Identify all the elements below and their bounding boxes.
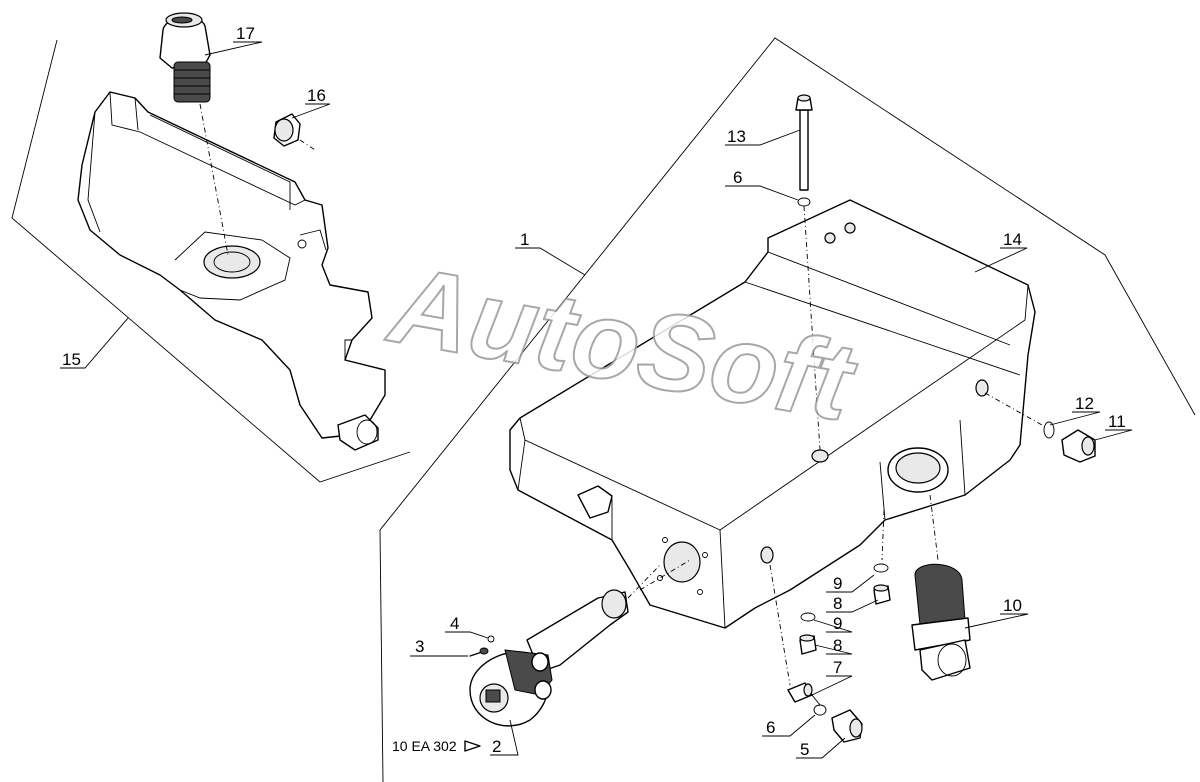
filter [911, 563, 971, 681]
label-15: 15 [62, 350, 81, 369]
label-3: 3 [415, 637, 424, 656]
label-4: 4 [450, 614, 459, 633]
assembly-lines [199, 103, 1043, 686]
reference-code: 10 EA 302 [392, 738, 457, 754]
label-9-lower: 9 [833, 614, 842, 633]
label-10: 10 [1003, 596, 1022, 615]
plug [273, 113, 301, 147]
o-ring-upper [873, 563, 889, 573]
screw [469, 647, 489, 657]
label-8-upper: 8 [833, 594, 842, 613]
reference-arrow-icon [464, 740, 481, 752]
fuel-tank [509, 199, 1036, 629]
drain-plug-upper [873, 584, 891, 605]
label-2: 2 [492, 737, 501, 756]
part-labels: 17 16 13 6 1 14 15 12 11 9 8 10 4 9 3 8 … [62, 24, 1126, 759]
washer-small [487, 635, 495, 643]
fitting [787, 682, 813, 703]
label-6-bottom: 6 [766, 718, 775, 737]
label-8-lower: 8 [833, 636, 842, 655]
drain-plug-lower [799, 634, 817, 655]
sender-unit [469, 589, 629, 727]
o-ring-side [1043, 421, 1055, 439]
side-fitting [1061, 429, 1096, 463]
label-1: 1 [520, 230, 529, 249]
label-13: 13 [727, 127, 746, 146]
cover-panel-frame [11, 39, 411, 483]
label-6-top: 6 [733, 168, 742, 187]
label-5: 5 [800, 740, 809, 759]
o-ring-lower [800, 612, 816, 622]
union-fitting [831, 709, 863, 743]
washer-top [797, 197, 811, 207]
label-14: 14 [1003, 230, 1022, 249]
label-11: 11 [1108, 412, 1126, 431]
label-16: 16 [307, 86, 326, 105]
dip-tube [795, 94, 813, 191]
leader-lines [60, 41, 1133, 759]
label-12: 12 [1075, 394, 1094, 413]
tank-cover [77, 91, 386, 451]
washer-bottom [813, 704, 827, 716]
filler-cap [159, 12, 211, 103]
label-17: 17 [236, 24, 255, 43]
label-7: 7 [833, 658, 842, 677]
tank-panel-frame [379, 37, 1196, 782]
label-9-upper: 9 [833, 574, 842, 593]
